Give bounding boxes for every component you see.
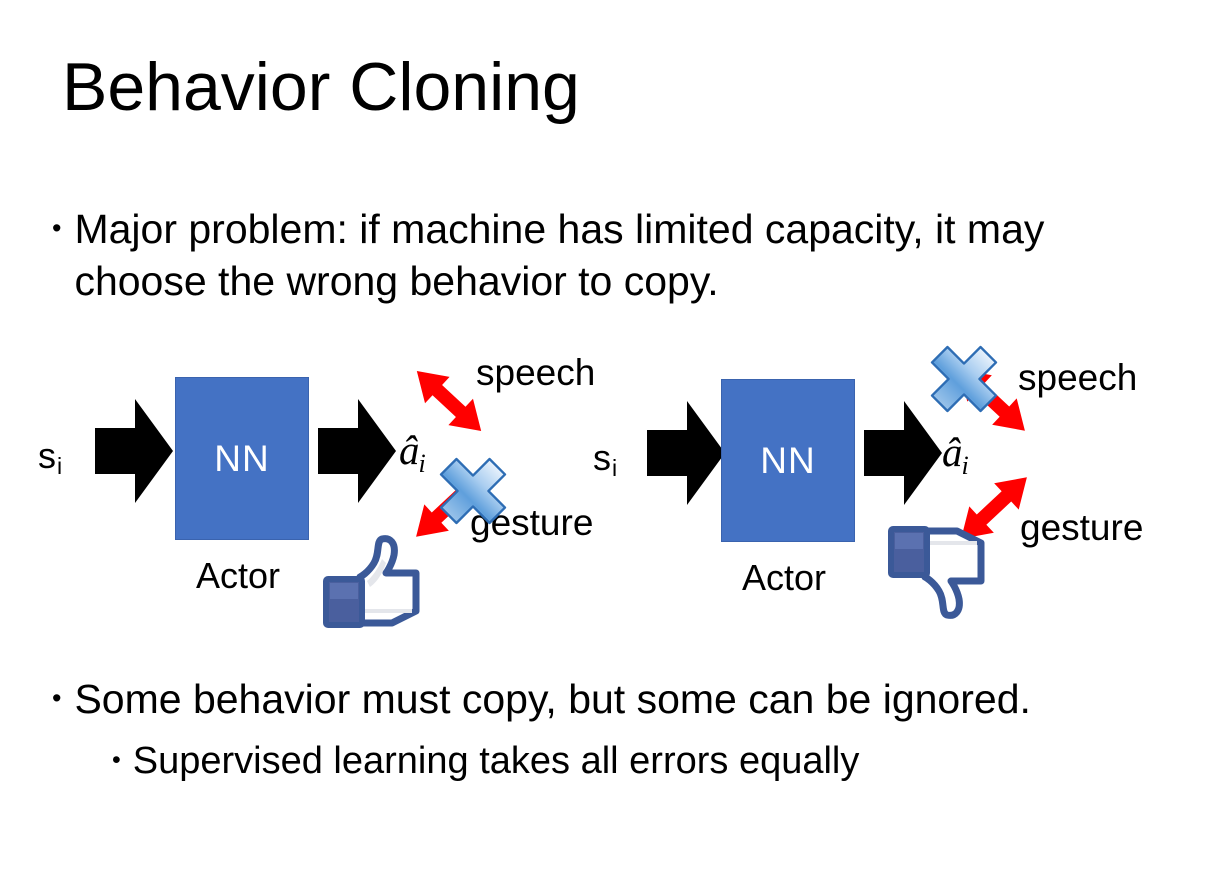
diagram-left: si NN Actor âi	[0, 330, 600, 640]
branch-arrow-gesture-right	[951, 460, 1037, 556]
actor-caption-left: Actor	[196, 555, 281, 596]
bullet-major-problem-text: Major problem: if machine has limited ca…	[74, 206, 1045, 304]
input-state-subscript: i	[57, 453, 63, 480]
x-marker-icon-right	[925, 340, 1003, 418]
input-arrow-icon-right	[647, 398, 725, 508]
branch-label-speech-right: speech	[1018, 357, 1138, 398]
input-state-subscript: i	[612, 455, 618, 482]
input-arrow-icon-left	[95, 396, 173, 506]
output-arrow-icon-right	[864, 398, 942, 508]
x-marker-icon-left	[434, 452, 512, 530]
nn-box-left: NN	[175, 377, 309, 540]
thumbs-down-icon-right	[885, 525, 989, 621]
bullet-supervised-learning: • Supervised learning takes all errors e…	[112, 737, 1142, 785]
bullet-marker-icon: •	[52, 683, 62, 713]
nn-box-label: NN	[214, 438, 270, 479]
branch-label-speech-left: speech	[476, 352, 596, 393]
output-action-subscript: i	[418, 448, 426, 478]
output-arrow-icon-left	[318, 396, 396, 506]
bullet-major-problem: • Major problem: if machine has limited …	[52, 203, 1112, 307]
nn-box-right: NN	[721, 379, 855, 542]
input-state-label-left: si	[38, 438, 62, 478]
bullet-marker-icon: •	[112, 746, 121, 774]
branch-label-gesture-right: gesture	[1020, 507, 1144, 548]
output-action-symbol: â	[399, 427, 420, 473]
input-state-symbol: s	[38, 435, 56, 476]
diagram-right: si NN Actor âi	[545, 330, 1145, 640]
branch-arrow-speech-left	[408, 355, 490, 447]
bullet-some-behavior-text: Some behavior must copy, but some can be…	[74, 676, 1031, 722]
input-state-symbol: s	[593, 437, 611, 478]
bullet-marker-icon: •	[52, 213, 62, 243]
output-action-symbol: â	[942, 429, 963, 475]
bullet-some-behavior: • Some behavior must copy, but some can …	[52, 673, 1142, 725]
output-action-label-right: âi	[942, 432, 969, 479]
input-state-label-right: si	[593, 440, 617, 480]
output-action-label-left: âi	[399, 430, 426, 477]
thumbs-up-icon-left	[320, 533, 424, 629]
actor-caption-right: Actor	[742, 557, 827, 598]
bullet-supervised-learning-text: Supervised learning takes all errors equ…	[132, 740, 860, 782]
page-title: Behavior Cloning	[62, 49, 580, 125]
nn-box-label: NN	[760, 440, 816, 481]
output-action-subscript: i	[961, 450, 969, 480]
